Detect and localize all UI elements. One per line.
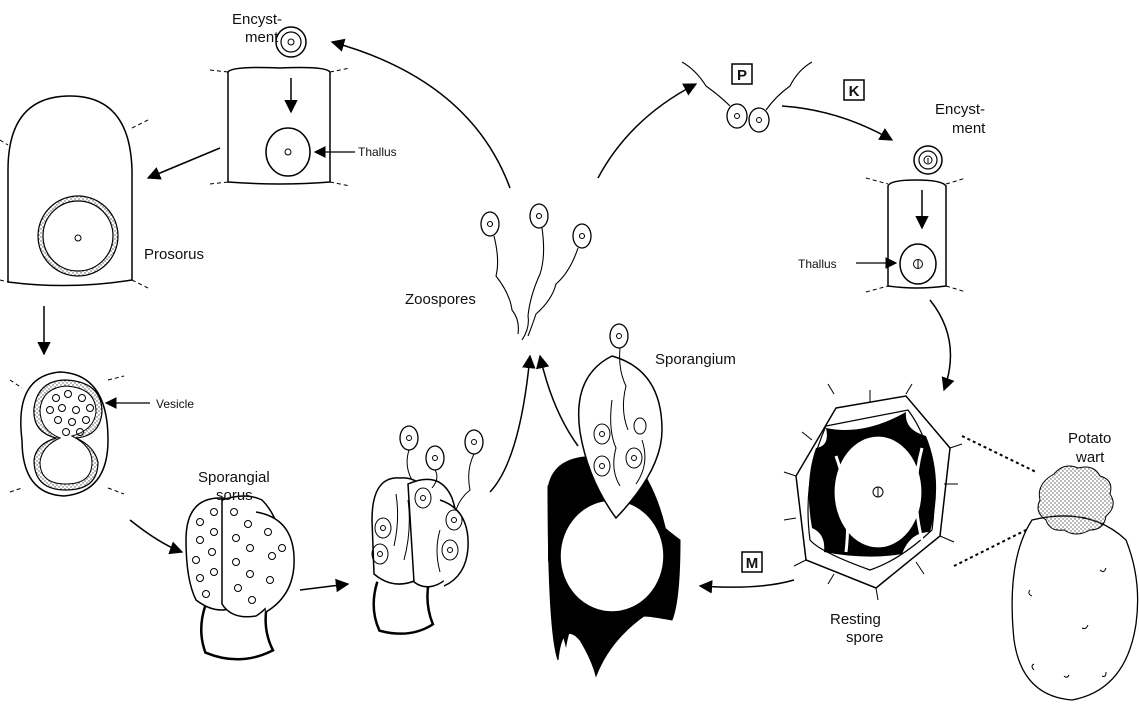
encystment-cell-left <box>210 27 355 186</box>
box-k-letter: K <box>849 83 860 100</box>
dotted-link-top <box>962 436 1036 472</box>
sporangium <box>548 324 680 676</box>
label-potato-2: wart <box>1075 449 1105 466</box>
label-encystment-left-1: Encyst- <box>232 11 282 28</box>
label-resting-2: spore <box>846 629 884 646</box>
label-encystment-right-2: ment <box>952 120 986 137</box>
potato <box>1012 466 1138 700</box>
arrow-resting-to-sporangium <box>700 580 794 587</box>
arrow-zoospores-to-encystment-left <box>332 42 510 188</box>
arrow-sporangium-to-zoospores <box>540 356 578 446</box>
sporangial-sorus <box>186 496 294 659</box>
label-sporangial-2: sorus <box>216 487 253 504</box>
arrow-sorus-to-release <box>300 584 348 590</box>
vesicle-cell <box>10 372 150 496</box>
label-zoospores: Zoospores <box>405 291 476 308</box>
arrow-pairing-to-encystment-right <box>782 106 892 140</box>
releasing-sorus <box>372 426 483 633</box>
box-p-letter: P <box>737 67 747 84</box>
arrow-release-to-zoospores <box>490 356 530 492</box>
label-resting-1: Resting <box>830 611 881 628</box>
label-thallus-right: Thallus <box>798 257 837 271</box>
label-encystment-right-1: Encyst- <box>935 101 985 118</box>
label-sporangium: Sporangium <box>655 351 736 368</box>
label-encystment-left-2: ment <box>245 29 279 46</box>
arrow-vesicle-to-sorus <box>130 520 182 552</box>
arrow-thallus-to-prosorus <box>148 148 220 178</box>
prosorus-cell <box>0 96 148 288</box>
thallus-icon <box>266 128 310 176</box>
zoospores <box>481 204 591 340</box>
label-sporangial-1: Sporangial <box>198 469 270 486</box>
label-potato-1: Potato <box>1068 430 1111 447</box>
label-vesicle: Vesicle <box>156 397 194 411</box>
resting-spore <box>784 384 962 600</box>
arrow-zoospores-to-pairing <box>598 84 696 178</box>
label-prosorus: Prosorus <box>144 246 204 263</box>
encystment-cell-right <box>856 146 966 292</box>
label-thallus-left: Thallus <box>358 145 397 159</box>
arrow-thallus-to-resting-spore <box>930 300 950 390</box>
box-m-letter: M <box>746 555 759 572</box>
